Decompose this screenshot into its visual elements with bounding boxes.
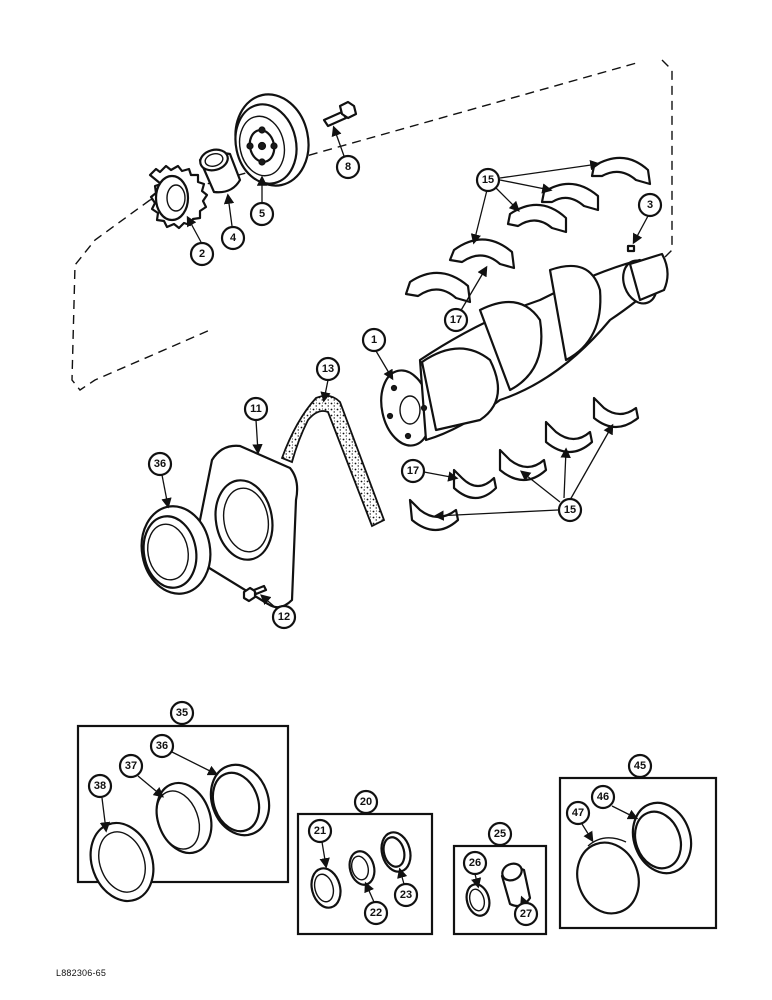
svg-text:46: 46 <box>597 791 609 803</box>
svg-text:17: 17 <box>450 314 462 326</box>
svg-text:47: 47 <box>572 807 584 819</box>
callout-20: 20 <box>353 789 379 815</box>
svg-text:36: 36 <box>156 740 168 752</box>
callout-15-upper: 15 <box>470 159 601 245</box>
callout-26: 26 <box>462 850 488 889</box>
kit-box-35 <box>76 724 290 903</box>
svg-text:23: 23 <box>400 889 412 901</box>
rear-cover-gasket <box>280 394 386 528</box>
svg-text:8: 8 <box>345 161 351 173</box>
callout-11: 11 <box>243 396 269 455</box>
kit-box-45 <box>558 776 718 930</box>
callout-22: 22 <box>363 881 389 926</box>
callout-1: 1 <box>361 327 394 381</box>
svg-text:38: 38 <box>94 780 106 792</box>
svg-text:13: 13 <box>322 363 334 375</box>
callout-17-lower: 17 <box>400 458 459 484</box>
svg-text:20: 20 <box>360 796 372 808</box>
callout-25: 25 <box>487 821 513 847</box>
rear-seal-housing <box>194 444 299 609</box>
callout-35: 35 <box>169 700 195 726</box>
figure-code: L882306-65 <box>56 968 107 978</box>
svg-text:1: 1 <box>371 334 377 346</box>
kit-part-47 <box>576 837 640 915</box>
crankshaft-gear <box>148 164 209 230</box>
callout-4: 4 <box>220 193 246 251</box>
kit-part-46 <box>631 801 693 875</box>
kit-part-27 <box>500 862 532 908</box>
callout-36-kit: 36 <box>149 733 219 776</box>
svg-text:37: 37 <box>125 760 137 772</box>
kit-seal-38 <box>89 821 155 903</box>
kit-part-26 <box>465 883 491 917</box>
callout-8: 8 <box>331 125 361 180</box>
callout-46: 46 <box>590 784 639 820</box>
callout-15-lower: 15 <box>433 423 614 523</box>
svg-text:36: 36 <box>154 458 166 470</box>
housing-bolt <box>242 584 268 603</box>
callout-36-upper: 36 <box>147 451 173 509</box>
svg-text:27: 27 <box>520 908 532 920</box>
svg-text:17: 17 <box>407 465 419 477</box>
svg-text:45: 45 <box>634 760 646 772</box>
callout-3: 3 <box>632 192 663 245</box>
lower-bearing-shells <box>408 396 640 532</box>
kit-part-22 <box>348 850 376 886</box>
svg-text:22: 22 <box>370 907 382 919</box>
wear-sleeve <box>198 148 242 194</box>
callout-47: 47 <box>565 800 594 843</box>
kit-seal-36 <box>209 763 271 837</box>
callout-17-upper: 17 <box>443 265 488 333</box>
svg-text:15: 15 <box>564 504 576 516</box>
callout-5: 5 <box>249 175 275 227</box>
pulley-bolt <box>322 100 358 128</box>
svg-text:11: 11 <box>250 403 262 415</box>
callout-13: 13 <box>315 356 341 403</box>
svg-text:4: 4 <box>230 232 237 244</box>
svg-text:12: 12 <box>278 611 290 623</box>
crankshaft <box>380 252 669 447</box>
callout-12: 12 <box>260 594 297 630</box>
svg-text:21: 21 <box>314 825 326 837</box>
kit-part-21 <box>310 867 342 909</box>
svg-text:3: 3 <box>647 199 653 211</box>
svg-text:35: 35 <box>176 707 188 719</box>
kit-sleeve-37 <box>155 781 213 855</box>
rear-oil-seal <box>140 505 212 595</box>
callout-2: 2 <box>186 215 215 267</box>
crankshaft-pulley <box>234 93 310 187</box>
callout-37: 37 <box>118 753 164 798</box>
callout-27: 27 <box>513 895 539 927</box>
svg-text:25: 25 <box>494 828 506 840</box>
svg-text:2: 2 <box>199 248 205 260</box>
svg-text:26: 26 <box>469 857 481 869</box>
callout-45: 45 <box>627 753 653 779</box>
dowel-pin <box>626 244 636 253</box>
kit-part-23 <box>380 831 412 873</box>
dashed-group-outline <box>71 59 673 391</box>
svg-text:15: 15 <box>482 174 494 186</box>
callout-23: 23 <box>393 867 419 908</box>
callout-38: 38 <box>87 773 113 833</box>
callout-21: 21 <box>307 818 333 869</box>
svg-text:5: 5 <box>259 208 265 220</box>
